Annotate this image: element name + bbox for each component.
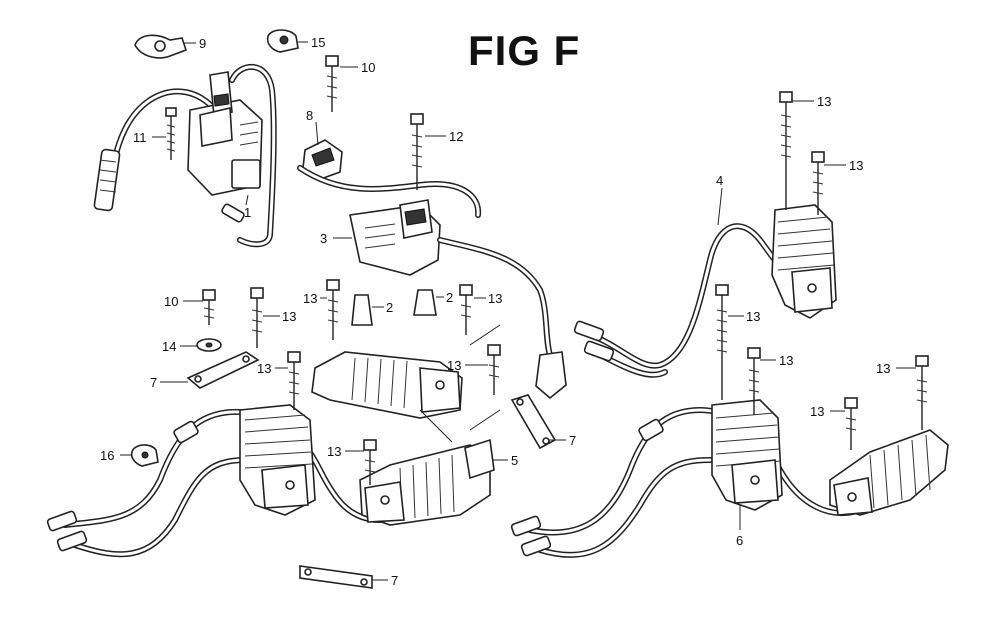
- callout-13: 13: [303, 291, 317, 306]
- bolt-12: [410, 113, 424, 190]
- callout-13: 13: [810, 404, 824, 419]
- exciter-coil-5-upper: [311, 351, 463, 419]
- spacer-2-right: [413, 289, 437, 316]
- callout-6: 6: [736, 533, 743, 548]
- callout-labels: 9 15 10 11 8 12 1 3 2 2 13 13 10 13 14 7…: [100, 35, 890, 588]
- callout-16: 16: [100, 448, 114, 463]
- callout-13: 13: [746, 309, 760, 324]
- callout-3: 3: [320, 231, 327, 246]
- bolt-13-right-mid-a: [715, 284, 729, 400]
- charge-coil-4: [573, 204, 837, 378]
- callout-13: 13: [257, 361, 271, 376]
- charge-coil-assembly-left: [46, 404, 383, 558]
- callout-7: 7: [150, 375, 157, 390]
- bolt-13-right-top-a: [779, 91, 793, 210]
- callout-11: 11: [133, 130, 147, 145]
- callout-7: 7: [391, 573, 398, 588]
- bolt-11: [165, 107, 177, 160]
- callout-4: 4: [716, 173, 723, 188]
- callout-13: 13: [282, 309, 296, 324]
- clip-16: [130, 444, 159, 467]
- leader-lines: [120, 41, 916, 581]
- callout-13: 13: [779, 353, 793, 368]
- bolt-13-left-lower: [287, 351, 301, 410]
- bolt-13-right-lower-b: [915, 355, 929, 430]
- callout-13: 13: [817, 94, 831, 109]
- callout-9: 9: [199, 36, 206, 51]
- wire-clip-15: [266, 29, 299, 53]
- bolt-13-center-left: [326, 279, 340, 340]
- callout-5: 5: [511, 453, 518, 468]
- callout-7: 7: [569, 433, 576, 448]
- callout-14: 14: [162, 339, 176, 354]
- bolt-13-right-lower-a: [844, 397, 858, 450]
- callout-2-left: 2: [386, 300, 393, 315]
- plate-7-bottom: [299, 565, 373, 589]
- callout-10: 10: [361, 60, 375, 75]
- callout-12: 12: [449, 129, 463, 144]
- bolt-13-center-right-lower: [487, 344, 501, 395]
- spacer-2-left: [351, 294, 373, 326]
- callout-2-right: 2: [446, 290, 453, 305]
- callout-13: 13: [488, 291, 502, 306]
- bolt-13-right-top-b: [811, 151, 825, 215]
- callout-13: 13: [849, 158, 863, 173]
- callout-13: 13: [327, 444, 341, 459]
- bolt-13-right-mid-b: [747, 347, 761, 415]
- figure-title: FIG F: [468, 27, 581, 74]
- washer-14: [196, 338, 222, 352]
- plate-7-left: [186, 351, 260, 389]
- callout-13: 13: [447, 358, 461, 373]
- exciter-coil-5-lower: [359, 438, 495, 526]
- callout-10: 10: [164, 294, 178, 309]
- callout-13: 13: [876, 361, 890, 376]
- bolt-13-left-upper: [250, 287, 264, 348]
- bolt-10-mid: [202, 289, 216, 325]
- bolt-13-center-right: [459, 284, 473, 335]
- callout-15: 15: [311, 35, 325, 50]
- bolt-10-top: [325, 55, 339, 112]
- ignition-coil-assembly: [93, 63, 277, 248]
- wire-clip-9: [134, 34, 188, 59]
- ignition-coil-3: [349, 199, 567, 400]
- callout-8: 8: [306, 108, 313, 123]
- coil-assembly-6: [510, 399, 949, 558]
- callout-1: 1: [244, 205, 251, 220]
- bolt-13-center-lower: [363, 439, 377, 485]
